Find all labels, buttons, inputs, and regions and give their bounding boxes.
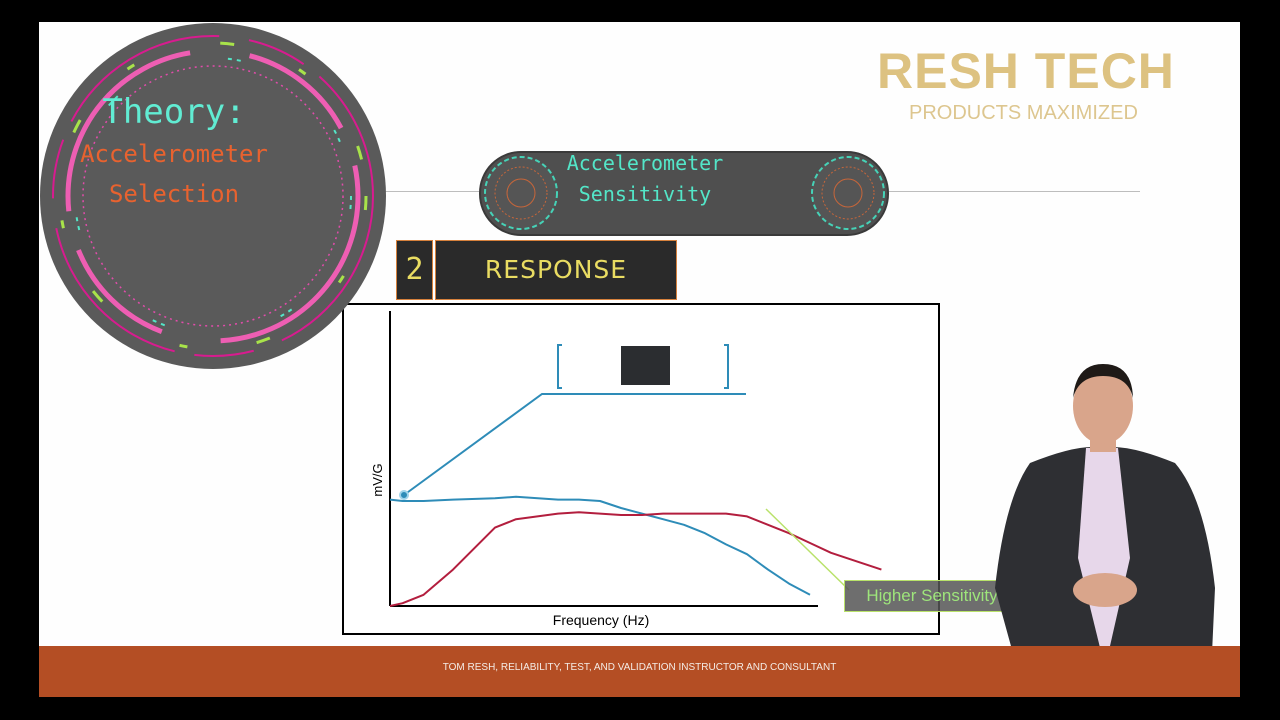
topic-line-1: Accelerometer: [566, 151, 724, 175]
badge-ring-inner: [82, 65, 344, 327]
slide: RESH TECH PRODUCTS MAXIMIZED Frequency (…: [39, 22, 1240, 697]
badge-disc: [40, 23, 386, 369]
presenter-figure: [995, 364, 1215, 697]
footer-text: TOM RESH, RELIABILITY, TEST, AND VALIDAT…: [442, 662, 837, 673]
badge-ring-outer: [52, 35, 374, 357]
badge-ring-teal: [74, 57, 352, 335]
presenter-hands: [1073, 573, 1137, 607]
callout-bracket-left: [557, 344, 562, 389]
badge-line-2: Accelerometer: [80, 140, 268, 168]
brand-subtitle: PRODUCTS MAXIMIZED: [909, 102, 1138, 124]
series-layer: [389, 495, 882, 607]
badge-line-1: Theory:: [102, 92, 246, 132]
accelerometer-icon: [621, 346, 670, 385]
higher-sensitivity-label: Higher Sensitivity: [844, 580, 1020, 612]
callout-bracket-right: [724, 344, 729, 389]
chart-frame: Frequency (Hz) mV/G: [342, 303, 940, 635]
x-axis-label: Frequency (Hz): [553, 612, 649, 628]
brand-title: RESH TECH: [877, 43, 1175, 99]
footer-bar: TOM RESH, RELIABILITY, TEST, AND VALIDAT…: [39, 646, 1240, 697]
presenter-head: [1073, 368, 1133, 444]
gear-right-icon: [811, 156, 885, 230]
annotation-leader: [765, 508, 850, 591]
badge-title: Theory: Accelerometer Selection: [60, 90, 288, 214]
topic-title: Accelerometer Sensitivity: [540, 148, 750, 210]
topic-line-2: Sensitivity: [578, 182, 712, 206]
series-line-2: [389, 511, 882, 607]
badge-ring-green: [58, 41, 368, 351]
y-axis-label: mV/G: [370, 463, 385, 496]
presenter-hair: [1073, 364, 1133, 398]
badge-line-3: Selection: [108, 180, 240, 208]
callout-leader: [403, 393, 746, 496]
topic-pill: [479, 151, 889, 236]
chart: Frequency (Hz) mV/G: [370, 311, 882, 628]
callout: [399, 344, 746, 500]
section-label: RESPONSE: [435, 240, 677, 300]
callout-marker: [399, 490, 409, 500]
series-line-1: [389, 495, 811, 596]
section-number: 2: [396, 240, 433, 300]
badge-ring-mid: [65, 48, 361, 344]
presenter-shirt: [1078, 448, 1130, 668]
gear-left-icon: [484, 156, 558, 230]
